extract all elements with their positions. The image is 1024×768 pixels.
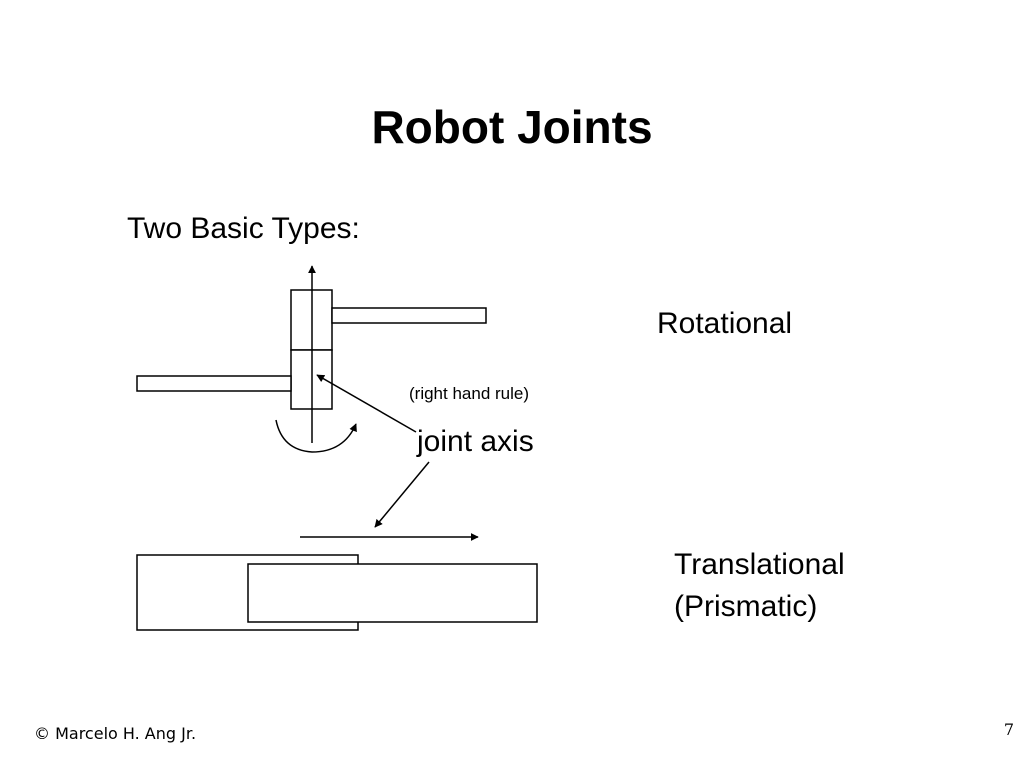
rotational-lower-link (136, 375, 292, 392)
pointer-to-translational-axis (374, 461, 430, 528)
slide-subtitle: Two Basic Types: (127, 212, 360, 245)
translational-label-line1: Translational (674, 548, 845, 581)
slide-title: Robot Joints (371, 101, 653, 153)
translational-joint-figure (136, 533, 538, 631)
joint-axis-pointers (316, 374, 430, 528)
rotational-label: Rotational (657, 307, 793, 340)
pointer-to-rotational-axis (316, 374, 417, 433)
page-number: 7 (1003, 720, 1014, 739)
footer-author: © Marcelo H. Ang Jr. (34, 724, 197, 743)
rotation-direction-arrow (275, 419, 357, 453)
joint-axis-label: joint axis (417, 425, 534, 458)
translational-label: Translational (Prismatic) (674, 544, 845, 628)
right-hand-rule-label: (right hand rule) (409, 384, 530, 403)
translational-label-line2: (Prismatic) (674, 590, 818, 623)
rotational-upper-link (331, 307, 487, 324)
translational-inner-block (247, 563, 538, 623)
